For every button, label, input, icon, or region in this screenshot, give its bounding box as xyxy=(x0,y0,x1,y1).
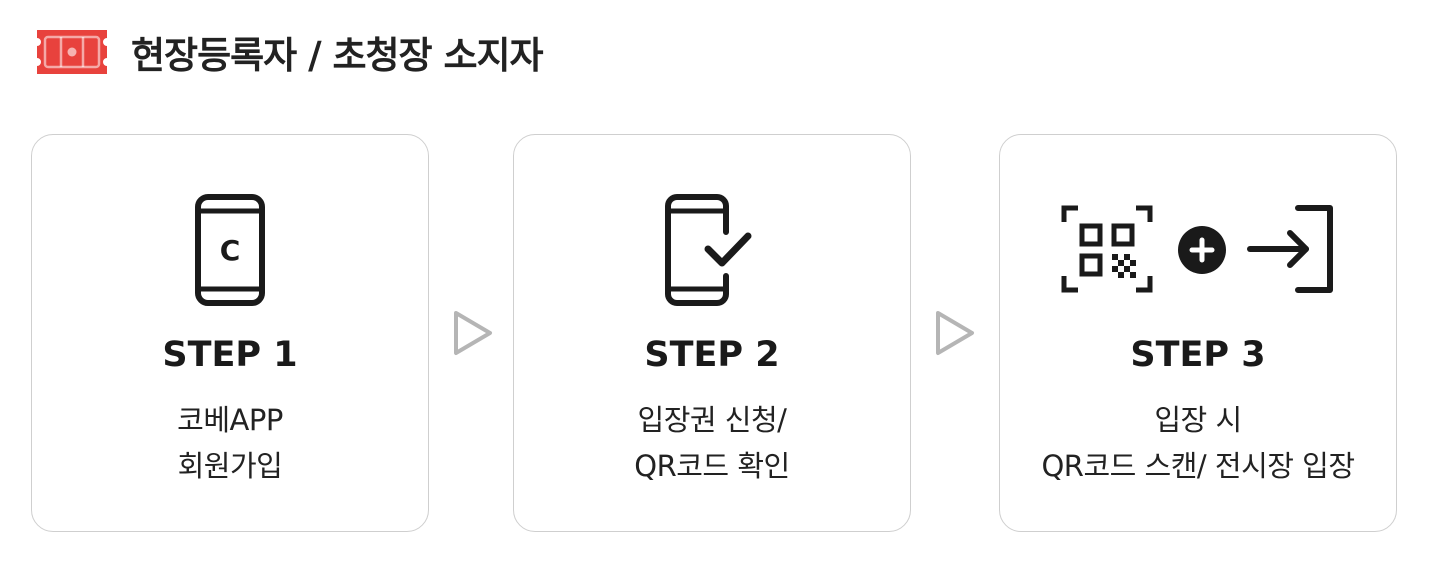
step-description: 코베APP 회원가입 xyxy=(32,397,428,489)
step-label: STEP 3 xyxy=(1130,335,1266,375)
section-header: 현장등록자 / 초청장 소지자 xyxy=(33,24,544,80)
qr-pattern xyxy=(1112,254,1136,278)
card-icon-wrap xyxy=(514,185,910,315)
step-desc-line-2: 회원가입 xyxy=(177,449,283,483)
next-arrow-icon xyxy=(936,311,974,355)
step-label: STEP 1 xyxy=(162,335,298,375)
step-desc-line-1: 입장권 신청/ xyxy=(637,403,787,437)
qr-code-icon xyxy=(1061,205,1153,293)
card-icon-wrap xyxy=(1000,185,1396,315)
page-title: 현장등록자 / 초청장 소지자 xyxy=(131,34,544,77)
step-card-3: STEP 3 입장 시 QR코드 스캔/ 전시장 입장 xyxy=(999,134,1397,532)
card-icon-wrap: C xyxy=(32,185,428,315)
step-desc-line-2: QR코드 확인 xyxy=(634,449,790,483)
app-letter: C xyxy=(220,234,241,267)
step-desc-line-1: 입장 시 xyxy=(1154,403,1242,437)
step-card-2: STEP 2 입장권 신청/ QR코드 확인 xyxy=(513,134,911,532)
phone-check-icon xyxy=(665,194,752,306)
next-arrow-icon xyxy=(454,311,492,355)
step-description: 입장권 신청/ QR코드 확인 xyxy=(514,397,910,489)
plus-circle-icon xyxy=(1178,226,1226,274)
smartphone-app-icon: C xyxy=(195,194,265,306)
qr-scan-enter-icon xyxy=(1061,205,1333,293)
enter-arrow-icon xyxy=(1247,205,1333,293)
step-description: 입장 시 QR코드 스캔/ 전시장 입장 xyxy=(1000,397,1396,489)
step-desc-line-1: 코베APP xyxy=(177,403,283,437)
step-desc-line-2: QR코드 스캔/ 전시장 입장 xyxy=(1041,449,1355,483)
step-card-1: C STEP 1 코베APP 회원가입 xyxy=(31,134,429,532)
step-label: STEP 2 xyxy=(644,335,780,375)
ticket-icon xyxy=(37,30,107,74)
